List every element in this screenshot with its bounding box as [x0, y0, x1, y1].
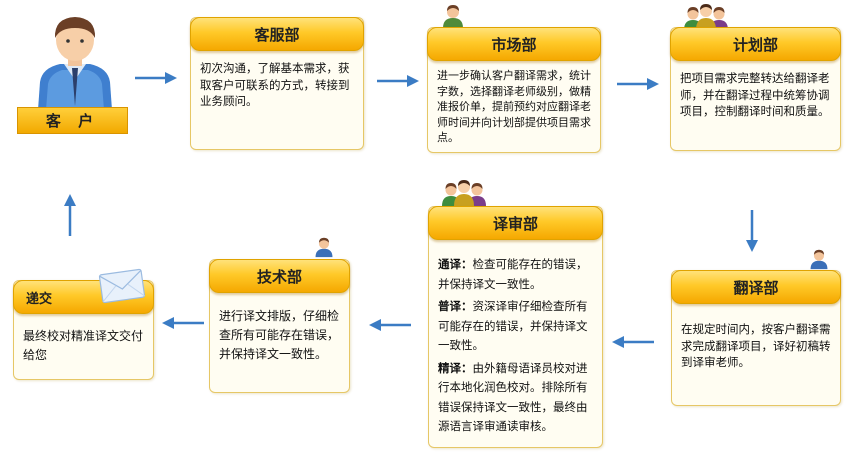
step-card-header: 技术部: [209, 259, 350, 293]
step-description: 在规定时间内，按客户翻译需求完成翻译项目，译好初稿转到译审老师。: [681, 321, 832, 371]
step-title: 客服部: [254, 25, 300, 44]
step-card-review: 译审部 通译：检查可能存在的错误，并保持译文一致性。 普译：资深译审仔细检查所有…: [428, 206, 603, 448]
step-description: 把项目需求完整转达给翻译老师，并在翻译过程中统筹协调项目，控制翻译时间和质量。: [680, 70, 832, 120]
customer-figure: [30, 10, 120, 110]
review-item-text: 资深译审仔细检查所有可能存在的错误，并保持译文一致性。: [438, 299, 588, 352]
arrow-left-icon: [162, 317, 204, 329]
step-description: 进行译文排版，仔细检查所有可能存在错误，并保持译文一致性。: [219, 307, 341, 364]
person-icon: [443, 5, 463, 28]
step-body-text: 在规定时间内，按客户翻译需求完成翻译项目，译好初稿转到译审老师。: [681, 322, 831, 369]
step-title: 递交: [26, 291, 53, 307]
review-item-term: 普译: [438, 299, 461, 313]
step-card-customer-service: 客服部 初次沟通，了解基本需求，获取客户可联系的方式，转接到业务顾问。: [190, 17, 364, 150]
review-item-term: 精译: [438, 360, 461, 375]
arrow-left-icon: [369, 319, 411, 331]
step-description: 最终校对精准译文交付给您: [23, 327, 145, 365]
step-body-text: 最终校对精准译文交付给您: [23, 329, 144, 362]
review-item-professional: 普译：资深译审仔细检查所有可能存在的错误，并保持译文一致性。: [438, 299, 588, 352]
review-item-premium: 精译：由外籍母语译员校对进行本地化润色校对。排除所有错误保持译文一致性，最终由源…: [438, 360, 588, 434]
step-card-header: 客服部: [190, 17, 364, 51]
review-item-term: 通译: [438, 257, 461, 271]
step-title: 翻译部: [733, 278, 779, 297]
arrow-up-icon: [64, 194, 76, 236]
step-description: 通译：检查可能存在的错误，并保持译文一致性。 普译：资深译审仔细检查所有可能存在…: [438, 255, 594, 440]
arrow-right-icon: [617, 78, 659, 90]
step-card-header: 译审部: [428, 206, 603, 240]
step-card-header: 计划部: [670, 27, 841, 61]
review-item-text: 检查可能存在的错误，并保持译文一致性。: [438, 257, 588, 291]
step-body-text: 把项目需求完整转达给翻译老师，并在翻译过程中统筹协调项目，控制翻译时间和质量。: [680, 71, 830, 118]
step-title: 技术部: [256, 267, 302, 286]
step-title: 译审部: [492, 214, 538, 233]
person-icon: [810, 249, 828, 270]
step-body-text: 初次沟通，了解基本需求，获取客户可联系的方式，转接到业务顾问。: [200, 61, 350, 108]
customer-label: 客 户: [17, 107, 128, 134]
arrow-down-icon: [746, 210, 758, 252]
step-card-translation: 翻译部 在规定时间内，按客户翻译需求完成翻译项目，译好初稿转到译审老师。: [671, 270, 841, 406]
step-title: 市场部: [491, 35, 537, 54]
step-description: 初次沟通，了解基本需求，获取客户可联系的方式，转接到业务顾问。: [200, 60, 355, 110]
review-item-text: 由外籍母语译员校对进行本地化润色校对。排除所有错误保持译文一致性，最终由源语言译…: [438, 360, 588, 434]
review-item-standard: 通译：检查可能存在的错误，并保持译文一致性。: [438, 257, 588, 291]
step-description: 进一步确认客户翻译需求，统计字数，选择翻译老师级别，做精准报价单，提前预约对应翻…: [437, 68, 592, 146]
step-card-header: 翻译部: [671, 270, 841, 304]
arrow-right-icon: [377, 75, 419, 87]
group-icon: [684, 4, 728, 30]
envelope-icon: [98, 268, 146, 304]
step-card-technical: 技术部 进行译文排版，仔细检查所有可能存在错误，并保持译文一致性。: [209, 259, 350, 393]
person-icon: [315, 237, 333, 258]
step-card-planning: 计划部 把项目需求完整转达给翻译老师，并在翻译过程中统筹协调项目，控制翻译时间和…: [670, 27, 841, 151]
arrow-left-icon: [612, 336, 654, 348]
arrow-right-icon: [135, 72, 177, 84]
step-card-header: 市场部: [427, 27, 601, 61]
step-card-marketing: 市场部 进一步确认客户翻译需求，统计字数，选择翻译老师级别，做精准报价单，提前预…: [427, 27, 601, 153]
group-icon: [442, 180, 486, 206]
step-body-text: 进一步确认客户翻译需求，统计字数，选择翻译老师级别，做精准报价单，提前预约对应翻…: [437, 69, 591, 144]
step-body-text: 进行译文排版，仔细检查所有可能存在错误，并保持译文一致性。: [219, 309, 340, 361]
customer-avatar-icon: [38, 17, 112, 110]
step-title: 计划部: [732, 35, 778, 54]
